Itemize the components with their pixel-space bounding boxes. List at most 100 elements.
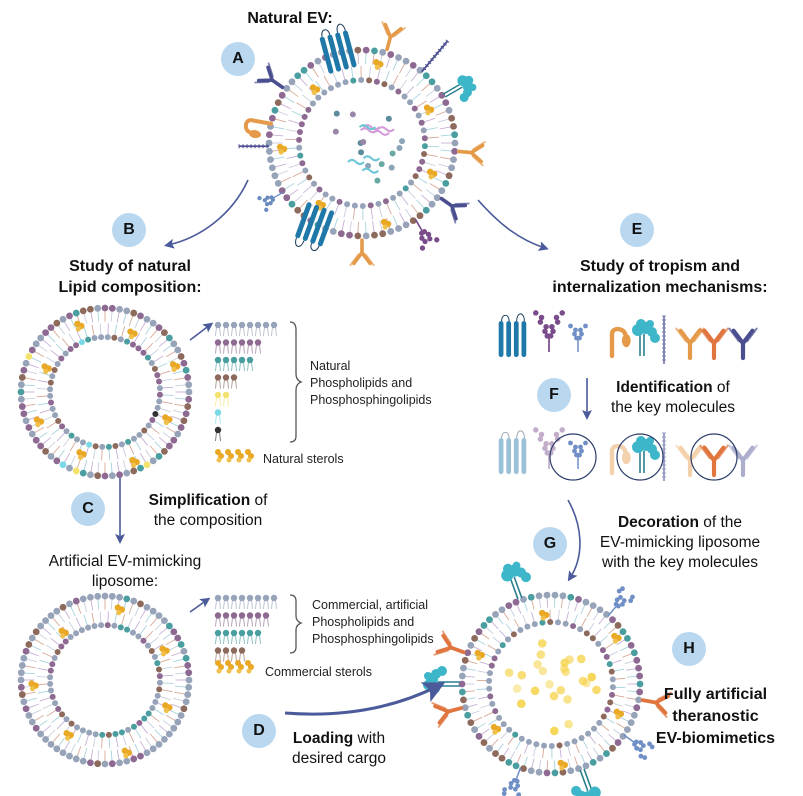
lipid-tail <box>531 611 535 622</box>
lipid-head <box>458 672 466 680</box>
lipid-head <box>22 417 30 425</box>
sterol <box>311 89 317 96</box>
lipid-head <box>94 592 102 600</box>
lipid-tail <box>38 720 48 727</box>
lipid-tail <box>293 194 303 203</box>
lipid-head <box>170 340 178 348</box>
lipid-head <box>184 403 192 410</box>
lipid-head <box>498 606 506 614</box>
lipid-tail <box>150 426 160 435</box>
lipid-head <box>94 304 102 312</box>
lipid-head <box>47 379 54 386</box>
lipid-tail <box>162 682 174 684</box>
lipid-tail <box>386 203 392 215</box>
lipid-head <box>180 705 188 713</box>
lipid-tail <box>161 666 173 670</box>
antibody-icon <box>456 141 486 167</box>
decoration-line2: EV-mimicking liposome <box>599 534 761 551</box>
lipid-head <box>512 762 520 770</box>
lipid-head <box>149 319 157 327</box>
lipid-head <box>408 179 415 186</box>
lipid-tail <box>47 622 56 631</box>
lipid-head <box>533 741 540 748</box>
lipid-tail <box>509 751 516 760</box>
lipid-head <box>47 674 54 681</box>
lipid-head <box>306 174 313 181</box>
artificial-liposome-line2: liposome: <box>91 573 159 590</box>
lipid-tail <box>58 449 65 459</box>
lipid-tail <box>574 602 579 612</box>
lipid-head <box>86 441 93 448</box>
sterol <box>116 610 122 616</box>
sterol <box>615 714 621 720</box>
lipid-head <box>415 112 422 119</box>
lipid-head <box>20 698 28 706</box>
lipid-head <box>379 230 387 238</box>
cargo-particle <box>517 670 527 680</box>
lipid-tail <box>134 332 141 343</box>
lipid-tail <box>509 608 516 617</box>
lipid-head <box>42 617 50 625</box>
antibody-icon <box>699 444 729 478</box>
lipid-tail <box>595 730 604 738</box>
lipid-head <box>152 699 159 706</box>
lipid-head <box>47 452 55 460</box>
glycoprotein-icon <box>623 734 655 760</box>
legend-lipid-tail <box>243 652 245 662</box>
lipid-tail <box>413 184 423 192</box>
lipid-head <box>85 336 92 343</box>
lipid-tail <box>39 409 50 414</box>
legend-lipid-tail <box>215 379 217 389</box>
lipid-head <box>54 361 61 368</box>
lipid-tail <box>429 96 440 103</box>
legend-lipid-tail <box>223 634 225 645</box>
lipid-tail <box>160 658 171 663</box>
step-badge-b: B <box>112 213 146 247</box>
lipid-head <box>37 730 45 738</box>
lipid-head <box>185 669 193 677</box>
lipid-head <box>419 158 426 165</box>
lipid-head <box>518 735 525 742</box>
legend-lipid-head <box>246 321 254 329</box>
lipid-tail <box>272 134 284 137</box>
lipid-head <box>32 436 40 444</box>
lipid-tail <box>25 377 36 381</box>
legend-lipid-head <box>222 647 230 654</box>
legend-lipid-head <box>230 594 238 602</box>
lipid-head <box>458 688 466 696</box>
lipid-head <box>155 378 162 385</box>
lipid-tail <box>600 635 609 643</box>
lipid-tail <box>146 720 155 729</box>
lipid-head <box>17 683 25 691</box>
lipid-head <box>418 119 425 126</box>
lipid-tail <box>523 602 528 612</box>
lipid-tail <box>31 357 42 363</box>
lipid-tail <box>42 415 53 422</box>
lipid-tail <box>609 651 619 656</box>
lipid-tail <box>485 733 494 741</box>
lipid-tail <box>435 170 447 176</box>
lipid-head <box>118 441 125 448</box>
lipid-head <box>18 374 26 381</box>
lipid-tail <box>608 627 617 635</box>
lipid-head <box>445 172 453 180</box>
highlight-circle-2 <box>616 433 664 481</box>
lipid-head <box>22 359 30 367</box>
lipid-tail <box>90 749 94 760</box>
sterol <box>163 419 169 426</box>
lipid-head <box>141 427 148 434</box>
cargo-particle <box>349 111 356 118</box>
lipid-tail <box>297 178 307 186</box>
lipid-head <box>567 767 575 775</box>
lipid-head <box>603 611 610 618</box>
lipid-tail <box>582 740 589 750</box>
simplification-caption: Simplification of the composition <box>138 491 278 531</box>
legend-lipid-tail <box>227 652 229 662</box>
lipid-head <box>156 679 163 686</box>
lipid-head <box>174 634 182 642</box>
lipid-head <box>149 607 157 615</box>
lipid-tail <box>350 66 354 78</box>
lipid-head <box>18 691 26 698</box>
lipid-tail <box>626 697 636 700</box>
lipid-tail <box>165 351 176 358</box>
